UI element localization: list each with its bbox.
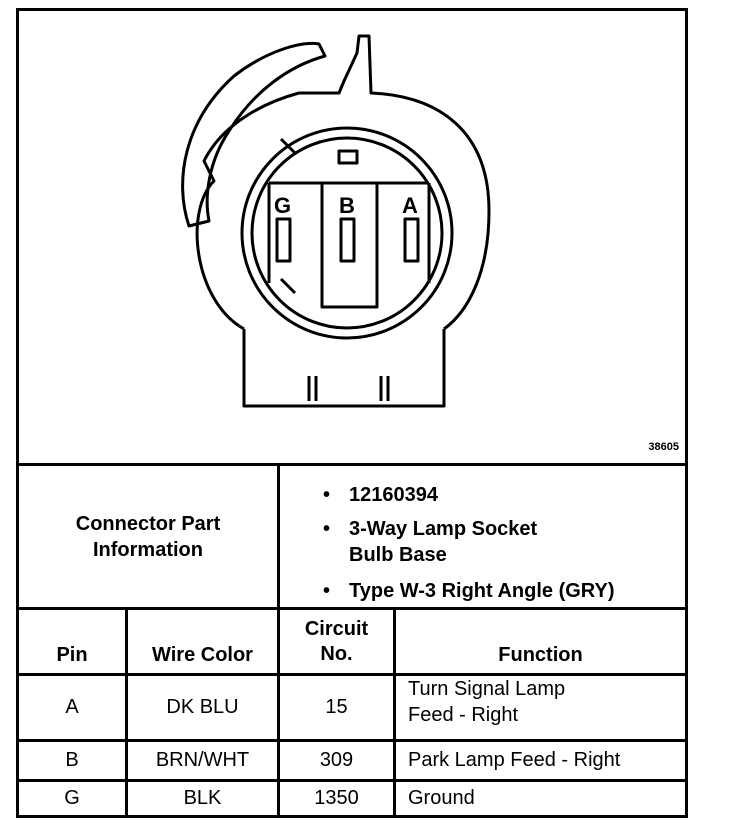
- connector-drawing: G B A 38605: [19, 11, 685, 463]
- divider: [19, 463, 685, 466]
- terminal-b: [339, 217, 356, 263]
- info-item-part-number: • 12160394: [323, 484, 438, 506]
- connector-part-info-list: • 12160394 • 3-Way Lamp Socket Bulb Base…: [303, 466, 683, 606]
- pin-label-g: G: [274, 193, 291, 218]
- divider: [19, 673, 685, 676]
- pin-label-a: A: [402, 193, 418, 218]
- header-function: Function: [498, 644, 583, 666]
- heading-line-1: Connector Part: [75, 512, 221, 535]
- divider: [19, 739, 685, 742]
- divider: [19, 607, 685, 610]
- table-cell-pin: G: [64, 787, 80, 809]
- table-cell-function: Turn Signal Lamp Feed - Right: [408, 678, 566, 726]
- table-cell-function: Ground: [408, 787, 475, 809]
- divider: [19, 779, 685, 782]
- table-cell-wire-color: BRN/WHT: [155, 749, 250, 771]
- terminal-a: [403, 217, 420, 263]
- info-item-socket-type: • 3-Way Lamp Socket Bulb Base: [323, 518, 538, 566]
- table-cell-wire-color: DK BLU: [166, 696, 239, 718]
- divider: [277, 607, 280, 815]
- socket-body-outline: [195, 34, 491, 331]
- info-item-type: • Type W-3 Right Angle (GRY): [323, 580, 615, 602]
- table-cell-function: Park Lamp Feed - Right: [408, 749, 621, 771]
- table-cell-circuit: 309: [319, 749, 354, 771]
- divider: [277, 463, 280, 610]
- key-notch: [337, 149, 359, 165]
- terminal-g: [275, 217, 292, 263]
- figure-number: 38605: [648, 441, 679, 453]
- connector-info-frame: G B A 38605 Connector Part Information •…: [16, 8, 688, 818]
- table-cell-circuit: 1350: [314, 787, 359, 809]
- bullet-icon: •: [323, 580, 331, 602]
- header-wire-color: Wire Color: [152, 644, 253, 666]
- table-cell-wire-color: BLK: [183, 787, 222, 809]
- locking-tab-arm: [181, 41, 327, 228]
- connector-part-info-heading: Connector Part Information: [19, 466, 277, 607]
- heading-line-2: Information: [93, 538, 203, 561]
- header-pin: Pin: [56, 644, 88, 666]
- table-cell-pin: B: [65, 749, 79, 771]
- connector-socket-illustration: G B A: [181, 34, 491, 408]
- table-cell-circuit: 15: [325, 696, 348, 718]
- socket-inner-ring: [240, 126, 454, 340]
- bullet-icon: •: [323, 484, 331, 506]
- socket-base-outline: [242, 329, 446, 408]
- header-circuit-no: Circuit No.: [304, 617, 369, 665]
- bullet-icon: •: [323, 518, 331, 540]
- pin-label-b: B: [339, 193, 355, 218]
- divider: [125, 607, 128, 815]
- socket-inner-ring-2: [250, 136, 444, 330]
- divider: [393, 607, 396, 815]
- table-cell-pin: A: [65, 696, 79, 718]
